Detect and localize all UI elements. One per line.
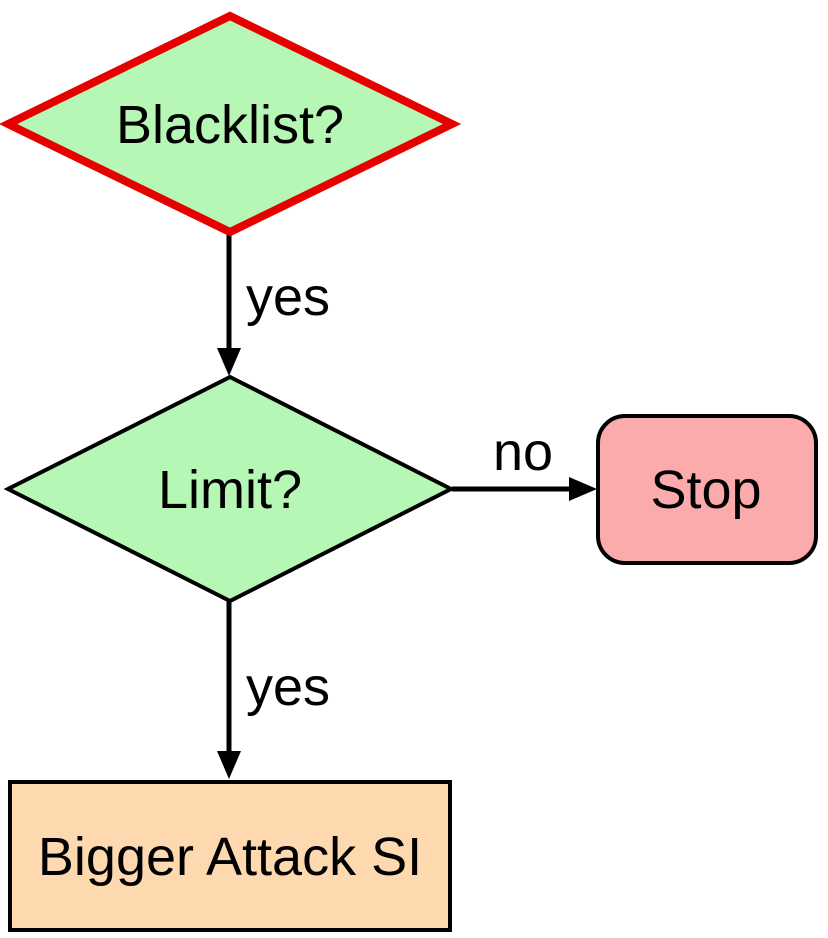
node-stop-label: Stop — [650, 460, 761, 520]
node-limit-diamond — [3, 374, 456, 604]
node-limit-label: Limit? — [158, 460, 302, 520]
edge-limit-yes-arrowhead — [217, 751, 241, 779]
edge-blacklist-yes-label: yes — [246, 267, 330, 327]
edge-limit-yes: yes — [217, 601, 330, 779]
node-bigger-attack-box — [8, 780, 452, 932]
node-limit: Limit? — [3, 374, 456, 604]
node-stop-box — [596, 414, 818, 565]
edge-limit-yes-label: yes — [246, 657, 330, 717]
node-bigger-attack: Bigger Attack SI — [8, 780, 452, 932]
edge-limit-no-label: no — [493, 422, 553, 482]
edge-blacklist-yes-arrowhead — [217, 348, 241, 376]
node-stop: Stop — [596, 414, 818, 565]
node-blacklist-label: Blacklist? — [116, 95, 344, 155]
node-blacklist: Blacklist? — [0, 11, 462, 237]
edge-limit-no: no — [452, 422, 597, 501]
node-bigger-attack-label: Bigger Attack SI — [38, 827, 422, 887]
node-blacklist-diamond — [0, 11, 462, 237]
edge-blacklist-yes: yes — [217, 232, 330, 376]
edge-limit-no-arrowhead — [569, 477, 597, 501]
